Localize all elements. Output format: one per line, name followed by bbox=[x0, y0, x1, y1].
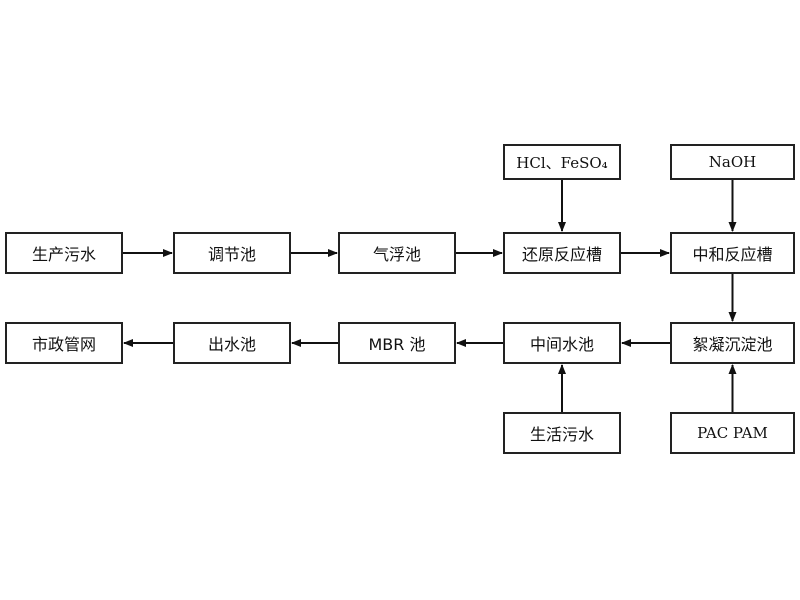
node-domestic-wastewater: 生活污水 bbox=[503, 412, 621, 454]
node-mbr-tank: MBR 池 bbox=[338, 322, 456, 364]
node-flocculation-sedimentation-tank: 絮凝沉淀池 bbox=[670, 322, 795, 364]
node-reagent-naoh: NaOH bbox=[670, 144, 795, 180]
node-effluent-tank: 出水池 bbox=[173, 322, 291, 364]
node-regulating-tank: 调节池 bbox=[173, 232, 291, 274]
node-intermediate-water-tank: 中间水池 bbox=[503, 322, 621, 364]
node-neutralization-tank: 中和反应槽 bbox=[670, 232, 795, 274]
node-municipal-pipe-network: 市政管网 bbox=[5, 322, 123, 364]
node-reagent-hcl-feso4: HCl、FeSO₄ bbox=[503, 144, 621, 180]
node-air-flotation-tank: 气浮池 bbox=[338, 232, 456, 274]
node-production-wastewater: 生产污水 bbox=[5, 232, 123, 274]
node-reagent-pac-pam: PAC PAM bbox=[670, 412, 795, 454]
node-reduction-tank: 还原反应槽 bbox=[503, 232, 621, 274]
